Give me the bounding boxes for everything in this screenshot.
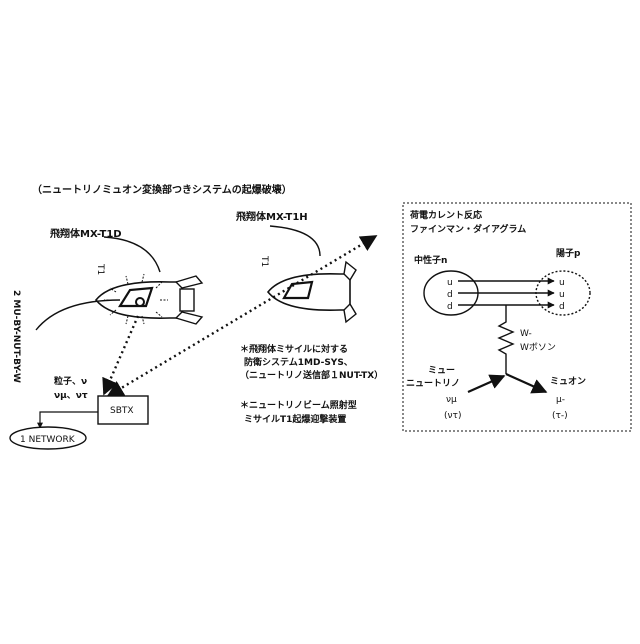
neutrino-label-2: ニュートリノ: [406, 378, 460, 389]
neutron-label: 中性子n: [414, 254, 447, 266]
missile-left-tag: T1: [95, 263, 105, 275]
muon-label-1: ミュオン: [550, 376, 586, 387]
feynman-subtitle: ファインマン・ダイアグラム: [410, 223, 526, 235]
neutrino-tau: (ντ): [444, 411, 461, 421]
missile-left-fin-bottom: [176, 312, 202, 324]
boson-label-1: W-: [520, 329, 532, 339]
feynman-panel: [403, 203, 631, 431]
missile-left-tail: [180, 289, 194, 311]
muon-symbol: μ-: [556, 395, 565, 405]
sbtx-label: SBTX: [110, 406, 134, 416]
missile-right-tag: T1: [259, 255, 269, 267]
left-quark-1: u: [447, 278, 453, 288]
missile-right: [268, 262, 356, 322]
missile-left-target: [136, 298, 144, 306]
neutrino-label-1: ミュー: [428, 365, 455, 376]
right-quark-1: u: [559, 278, 565, 288]
feynman-title: 荷電カレント反応: [409, 209, 482, 221]
missile-right-callout: [270, 226, 320, 256]
neutrino-line: [468, 376, 504, 392]
left-quark-2: d: [447, 290, 453, 300]
note-line-2: 防衛システム1MD-SYS、: [244, 356, 353, 368]
missile-left: [96, 274, 202, 324]
missile-left-callout: [104, 237, 160, 272]
particle-label-line1: 粒子、ν: [54, 375, 87, 387]
proton-label: 陽子p: [556, 248, 581, 259]
left-quark-3: d: [447, 302, 453, 312]
vertical-label: 2 MU-BY-NUT-BY-W: [11, 290, 21, 383]
w-boson-line: [499, 305, 513, 374]
note-line-5: ミサイルT1起爆迎撃装置: [244, 413, 346, 425]
right-quark-2: u: [559, 290, 565, 300]
boson-label-2: Wボソン: [520, 342, 556, 353]
missile-right-name: 飛翔体MX-T1H: [235, 210, 308, 223]
particle-label-line2: νμ、ντ: [54, 391, 88, 401]
network-link: [40, 412, 98, 428]
neutrino-symbol: νμ: [446, 395, 457, 405]
note-line-4: ＊ニュートリノビーム照射型: [240, 399, 357, 411]
header-caption: （ニュートリノミュオン変換部つきシステムの起爆破壊）: [32, 183, 292, 196]
network-label: 1 NETWORK: [20, 435, 76, 445]
muon-line: [506, 374, 546, 392]
note-line-3: （ニュートリノ送信部１NUT-TX）: [240, 369, 383, 381]
note-line-1: ＊飛翔体ミサイルに対する: [240, 343, 348, 355]
missile-left-fin-top: [176, 276, 202, 288]
muon-tau: (τ-): [552, 411, 568, 421]
right-quark-3: d: [559, 302, 565, 312]
